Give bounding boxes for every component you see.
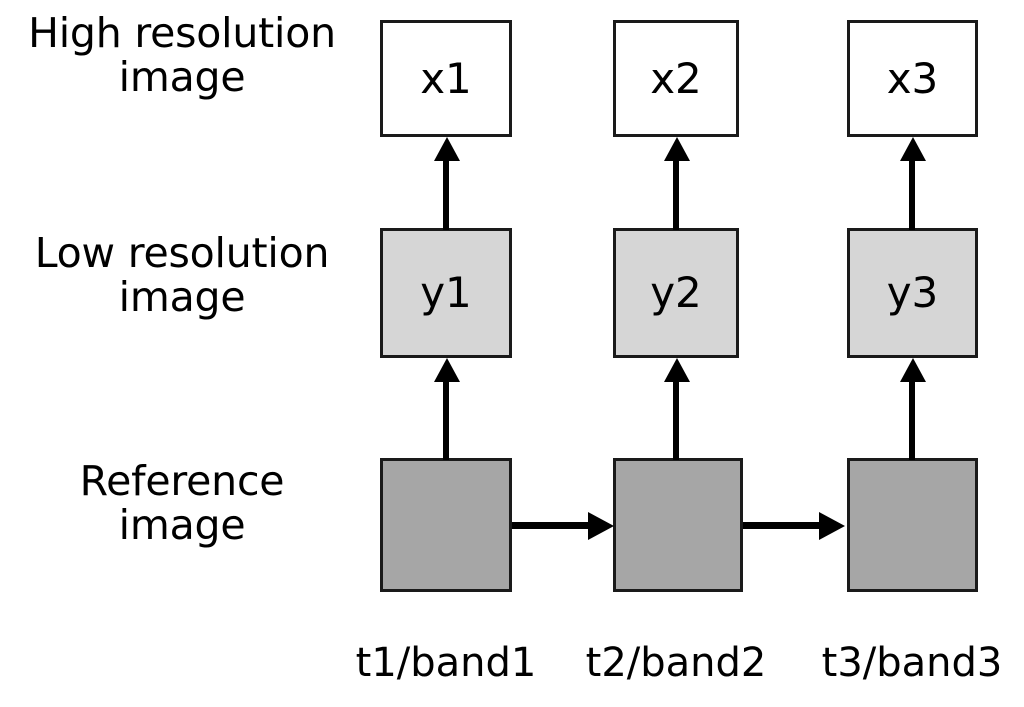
arrow-head-ref1-to-y1 [434, 358, 460, 382]
arrow-head-y1-to-x1 [434, 137, 460, 161]
column-caption-1: t1/band1 [355, 640, 537, 686]
row-label-reference: Reference image [79, 457, 285, 549]
arrow-head-ref1-to-ref2 [588, 512, 614, 540]
arrow-head-y2-to-x2 [664, 137, 690, 161]
row-label-low-resolution: Low resolution image [34, 229, 330, 321]
arrow-shaft-ref2-to-y2 [673, 381, 679, 460]
arrow-head-ref3-to-y3 [900, 358, 926, 382]
column-caption-3: t3/band3 [821, 640, 1003, 686]
node-y2[interactable]: y2 [613, 228, 739, 358]
arrow-shaft-y3-to-x3 [909, 158, 915, 230]
column-caption-2: t2/band2 [585, 640, 767, 686]
arrow-shaft-ref3-to-y3 [909, 381, 915, 460]
arrow-shaft-ref1-to-y1 [443, 381, 449, 460]
node-reference-2[interactable] [613, 458, 743, 592]
node-x1[interactable]: x1 [380, 20, 512, 137]
arrow-head-y3-to-x3 [900, 137, 926, 161]
node-reference-3[interactable] [847, 458, 978, 592]
node-x2[interactable]: x2 [613, 20, 739, 137]
arrow-shaft-ref2-to-ref3 [743, 522, 823, 529]
arrow-head-ref2-to-y2 [664, 358, 690, 382]
node-y3[interactable]: y3 [847, 228, 978, 358]
row-label-high-resolution: High resolution image [28, 9, 336, 101]
node-y1[interactable]: y1 [380, 228, 512, 358]
node-reference-1[interactable] [380, 458, 512, 592]
arrow-shaft-y2-to-x2 [673, 158, 679, 230]
arrow-head-ref2-to-ref3 [819, 512, 845, 540]
arrow-shaft-ref1-to-ref2 [512, 522, 592, 529]
node-x3[interactable]: x3 [847, 20, 978, 137]
arrow-shaft-y1-to-x1 [443, 158, 449, 230]
